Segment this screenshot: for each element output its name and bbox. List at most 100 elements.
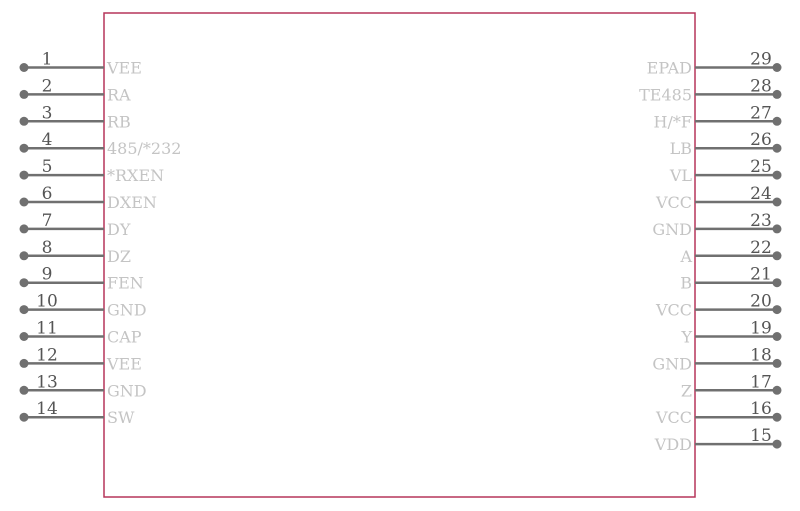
pin-name: VCC [655,408,692,427]
pin-end-dot [19,385,29,395]
pin-name: H/*F [654,112,692,131]
pin-end-dot [19,89,29,99]
pin-name: 485/*232 [107,139,181,158]
pin-end-dot [19,63,29,72]
pin-end-dot [19,251,29,261]
pin-number: 7 [42,211,53,231]
pin-number: 22 [750,238,772,258]
pin-end-dot [772,143,782,153]
left-pin-11: 11 CAP [19,319,142,347]
pin-end-dot [772,224,782,234]
pin-number: 27 [750,103,772,123]
left-pin-2: 2 RA [19,76,131,104]
pin-end-dot [772,358,782,368]
pin-number: 4 [42,130,53,150]
pin-name: VCC [655,301,692,320]
pin-end-dot [772,305,782,315]
pin-end-dot [772,197,782,207]
pin-name: B [680,274,692,293]
pin-name: DXEN [107,193,157,212]
pin-number: 17 [750,372,772,392]
pin-name: FEN [107,274,144,293]
pin-end-dot [772,412,782,422]
pin-number: 3 [42,103,53,123]
right-pin-17: 17Z [681,372,782,400]
pin-end-dot [19,197,29,207]
pin-name: VDD [654,435,692,454]
left-pin-13: 13 GND [19,372,147,400]
pin-name: RA [107,85,131,104]
pin-name: DY [107,220,131,239]
pin-end-dot [772,332,782,341]
pin-name: RB [107,112,131,131]
pin-number: 20 [750,292,772,312]
right-pin-26: 26 LB [670,130,782,158]
pin-name: A [679,247,692,266]
pin-number: 14 [36,399,58,419]
pin-number: 5 [42,157,53,177]
pin-name: VCC [655,193,692,212]
pin-number: 19 [750,319,772,339]
pin-name: TE485 [639,85,692,104]
pin-name: GND [652,354,692,373]
pin-number: 24 [750,184,772,204]
pin-number: 2 [42,76,53,96]
pin-name: EPAD [647,59,692,78]
pin-number: 11 [36,319,58,339]
ic-body-outline [103,12,696,498]
pin-end-dot [772,251,782,261]
pin-name: GND [107,381,147,400]
right-pin-27: 27 H/*F [654,103,782,131]
right-pin-24: 24 VCC [655,184,782,212]
pin-number: 21 [750,265,772,285]
right-pin-25: 25 VL [669,157,782,185]
left-pin-3: 3 RB [19,103,131,131]
pin-end-dot [772,278,782,288]
pin-end-dot [772,89,782,99]
pin-end-dot [19,116,29,126]
right-pin-15: 15 VDD [654,426,782,454]
pin-number: 1 [42,50,53,70]
pin-number: 25 [750,157,772,177]
pin-name: LB [670,139,692,158]
pin-number: 18 [750,345,772,365]
pin-end-dot [772,63,782,72]
pin-name: DZ [107,247,131,266]
pin-end-dot [772,439,782,449]
pin-number: 9 [42,265,53,285]
pin-end-dot [19,412,29,422]
pin-number: 6 [42,184,53,204]
pin-end-dot [19,332,29,341]
right-pin-21: 21 B [680,265,782,293]
left-pin-6: 6 DXEN [19,184,157,212]
pin-name: CAP [107,328,142,347]
right-pin-19: 19Y [680,319,782,347]
pin-end-dot [19,143,29,153]
pin-number: 26 [750,130,772,150]
pin-number: 13 [36,372,58,392]
pin-number: 15 [750,426,772,446]
left-pin-8: 8 DZ [19,238,131,266]
pin-name: VL [669,166,693,185]
pin-end-dot [19,224,29,234]
pin-end-dot [772,170,782,180]
pin-number: 8 [42,238,53,258]
pin-end-dot [772,116,782,126]
left-pin-7: 7 DY [19,211,131,239]
pin-name: SW [107,408,135,427]
pin-name: GND [107,301,147,320]
pin-number: 28 [750,76,772,96]
pin-name: GND [652,220,692,239]
right-pin-22: 22 A [679,238,782,266]
right-pin-18: 18 GND [652,345,782,373]
pin-number: 12 [36,345,58,365]
left-pin-5: 5*RXEN [19,157,164,185]
pin-end-dot [19,305,29,315]
